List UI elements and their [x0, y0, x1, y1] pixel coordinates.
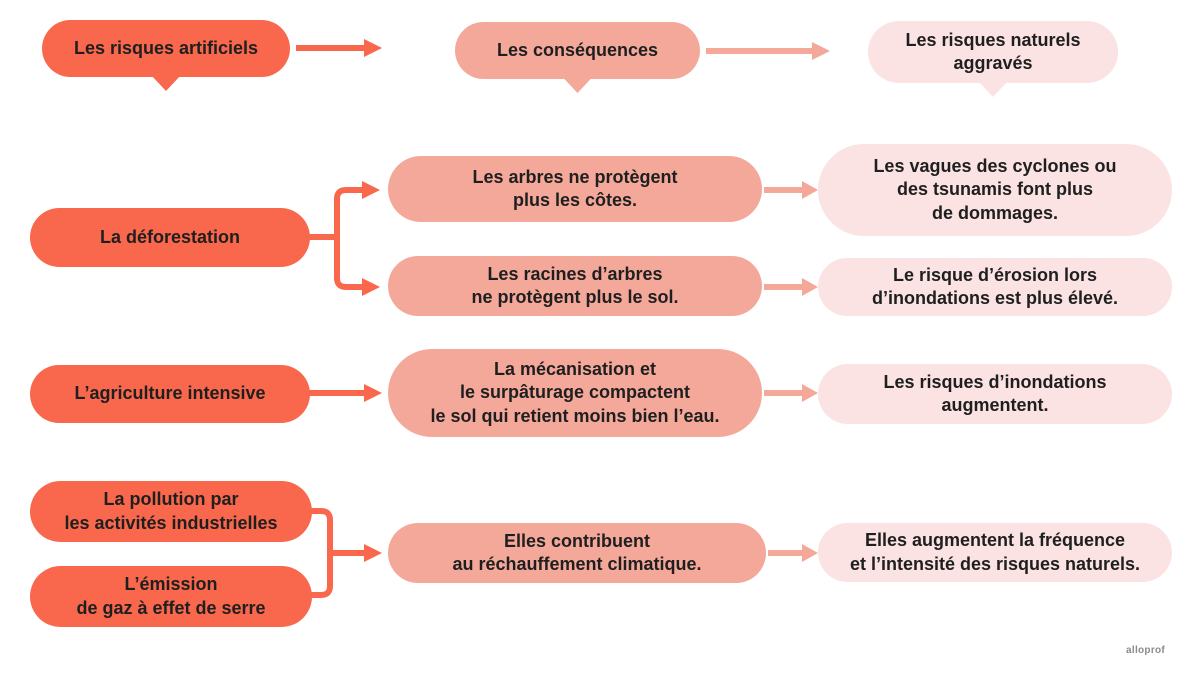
- arrow-header-artificial-to-consequences: [296, 39, 382, 57]
- branch-pollution-emission-merge: [308, 508, 382, 598]
- branch-deforestation-split: [308, 181, 380, 296]
- bubble-tail: [562, 77, 593, 93]
- arrow-compaction-to-floods: [764, 384, 818, 402]
- cause-deforestation: La déforestation: [30, 208, 310, 267]
- cause-intensive-agriculture-label: L’agriculture intensive: [74, 383, 266, 404]
- risk-floods: Les risques d’inondations augmentent.: [818, 364, 1172, 424]
- header-natural-risks-label: Les risques naturels aggravés: [905, 29, 1081, 73]
- cause-industrial-pollution: La pollution par les activités industrie…: [30, 481, 312, 542]
- consequence-soil-label: Les racines d’arbres ne protègent plus l…: [471, 263, 679, 307]
- consequence-global-warming: Elles contribuent au réchauffement clima…: [388, 523, 766, 583]
- header-artificial-risks-label: Les risques artificiels: [73, 37, 259, 58]
- arrow-warming-to-frequency: [768, 544, 818, 562]
- bubble-tail: [978, 81, 1008, 97]
- consequence-coasts: Les arbres ne protègent plus les côtes.: [388, 156, 762, 222]
- consequence-soil-compaction-label: La mécanisation et le surpâturage compac…: [430, 358, 720, 426]
- cause-greenhouse-gas: L’émission de gaz à effet de serre: [30, 566, 312, 627]
- risk-cyclone-waves-label: Les vagues des cyclones ou des tsunamis …: [873, 155, 1117, 223]
- risk-floods-label: Les risques d’inondations augmentent.: [883, 371, 1107, 415]
- consequence-global-warming-label: Elles contribuent au réchauffement clima…: [452, 530, 702, 574]
- risk-cyclone-waves: Les vagues des cyclones ou des tsunamis …: [818, 144, 1172, 236]
- consequence-coasts-label: Les arbres ne protègent plus les côtes.: [472, 166, 678, 210]
- arrow-soil-to-erosion: [764, 278, 818, 296]
- header-artificial-risks: Les risques artificiels: [42, 20, 290, 91]
- consequence-soil-compaction: La mécanisation et le surpâturage compac…: [388, 349, 762, 437]
- risk-frequency-intensity: Elles augmentent la fréquence et l’inten…: [818, 523, 1172, 582]
- arrow-coasts-to-waves: [764, 181, 818, 199]
- bubble-tail: [151, 75, 181, 91]
- risk-erosion-label: Le risque d’érosion lors d’inondations e…: [871, 264, 1119, 308]
- risk-erosion: Le risque d’érosion lors d’inondations e…: [818, 258, 1172, 316]
- cause-deforestation-label: La déforestation: [99, 226, 241, 247]
- risk-frequency-intensity-label: Elles augmentent la fréquence et l’inten…: [849, 530, 1141, 574]
- arrow-agriculture-to-consequence: [308, 384, 382, 402]
- header-consequences-label: Les conséquences: [496, 39, 659, 60]
- arrow-header-consequences-to-natural: [706, 42, 830, 60]
- cause-industrial-pollution-label: La pollution par les activités industrie…: [64, 489, 278, 533]
- header-consequences: Les conséquences: [455, 22, 700, 93]
- cause-intensive-agriculture: L’agriculture intensive: [30, 365, 310, 423]
- cause-greenhouse-gas-label: L’émission de gaz à effet de serre: [76, 574, 266, 618]
- consequence-soil: Les racines d’arbres ne protègent plus l…: [388, 256, 762, 316]
- header-natural-risks: Les risques naturels aggravés: [868, 21, 1118, 97]
- watermark-alloprof: alloprof: [1126, 645, 1166, 656]
